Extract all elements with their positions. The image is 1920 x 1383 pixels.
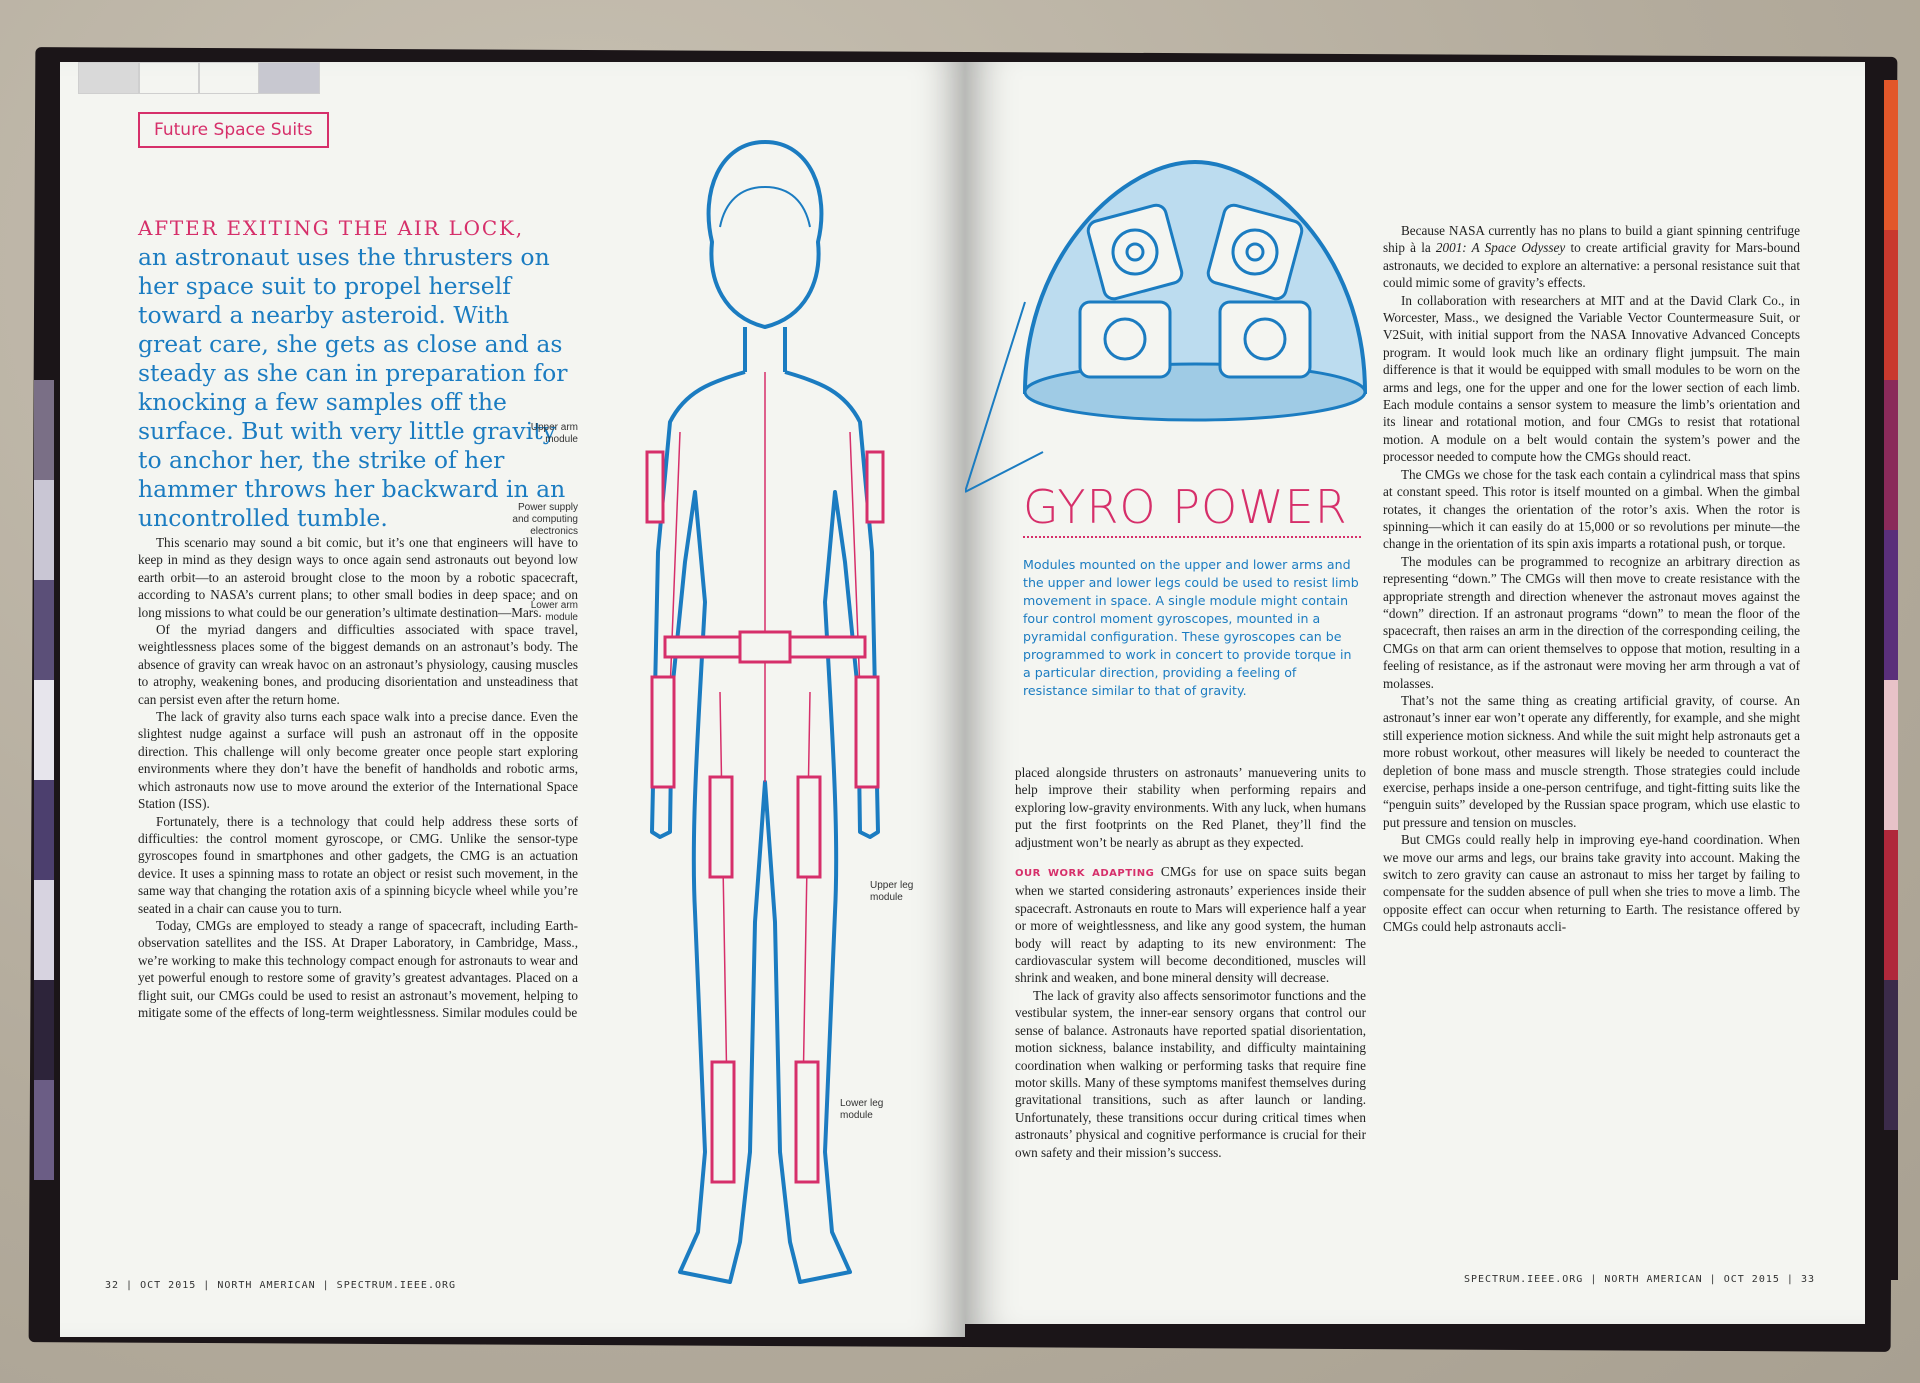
paragraph: Fortunately, there is a technology that …	[138, 813, 578, 916]
callout-pointer-lines	[965, 301, 1044, 493]
headline: AFTER EXITING THE AIR LOCK, an astronaut…	[138, 214, 568, 533]
callout-upper-leg: Upper leg module	[870, 880, 914, 903]
corner-decoration	[78, 62, 140, 94]
paragraph: The lack of gravity also turns each spac…	[138, 709, 578, 812]
paragraph: That’s not the same thing as creating ar…	[1383, 692, 1800, 830]
folio-right: SPECTRUM.IEEE.ORG | NORTH AMERICAN | OCT…	[1463, 1274, 1815, 1285]
sidebar-caption: Modules mounted on the upper and lower a…	[1023, 557, 1359, 698]
sidebar-title: GYRO POWER	[1023, 480, 1348, 534]
left-edge-stripes	[34, 380, 54, 1180]
paragraph: Because NASA currently has no plans to b…	[1383, 222, 1800, 292]
right-edge-stripes	[1884, 80, 1898, 1280]
paragraph: Of the myriad dangers and difficulties a…	[138, 622, 578, 707]
paragraph: But CMGs could really help in improving …	[1383, 832, 1800, 935]
paragraph: The CMGs we chose for the task each cont…	[1383, 466, 1800, 552]
paragraph: In collaboration with researchers at MIT…	[1383, 292, 1800, 465]
corner-decoration	[258, 62, 320, 94]
left-article-body: This scenario may sound a bit comic, but…	[138, 534, 578, 1021]
corner-decoration	[198, 62, 260, 94]
paragraph: The lack of gravity also affects sensori…	[1015, 987, 1366, 1160]
paragraph: This scenario may sound a bit comic, but…	[138, 535, 578, 620]
paragraph-text: Because NASA currently has no plans to b…	[1383, 223, 1800, 256]
runin-label: OUR WORK ADAPTING	[1015, 868, 1155, 880]
headline-lead: AFTER EXITING THE AIR LOCK,	[138, 216, 524, 240]
right-page: GYRO POWER Modules mounted on the upper …	[965, 62, 1865, 1324]
right-column-2: Because NASA currently has no plans to b…	[1383, 222, 1800, 936]
paragraph: placed alongside thrusters on astronauts…	[1015, 765, 1366, 850]
gyroscope-module-illustration	[1022, 159, 1368, 422]
corner-decoration	[138, 62, 200, 94]
dotted-divider	[1023, 536, 1361, 538]
headline-text: an astronaut uses the thrusters on her s…	[138, 243, 568, 532]
callout-lower-leg: Lower leg module	[840, 1098, 884, 1121]
callout-upper-arm: Upper arm module	[530, 422, 578, 445]
left-page: Future Space Suits AFTER EXITING THE AIR…	[60, 62, 965, 1337]
film-title: 2001: A Space Odyssey	[1435, 240, 1566, 256]
callout-power: Power supply and computing electronics	[512, 502, 578, 537]
right-column-1: placed alongside thrusters on astronauts…	[1015, 764, 1366, 1161]
paragraph: The modules can be programmed to recogni…	[1383, 553, 1800, 691]
paragraph-text: CMGs for use on space suits began when w…	[1015, 864, 1366, 986]
section-label: Future Space Suits	[138, 112, 329, 148]
paragraph-text: to create artificial gravity for Mars-bo…	[1383, 240, 1800, 291]
paragraph-runin: OUR WORK ADAPTING CMGs for use on space …	[1015, 863, 1366, 987]
paragraph: Today, CMGs are employed to steady a ran…	[138, 917, 578, 1020]
folio-left: 32 | OCT 2015 | NORTH AMERICAN | SPECTRU…	[105, 1280, 457, 1291]
callout-lower-arm: Lower arm module	[530, 600, 578, 623]
space-suit-illustration	[645, 140, 885, 1284]
